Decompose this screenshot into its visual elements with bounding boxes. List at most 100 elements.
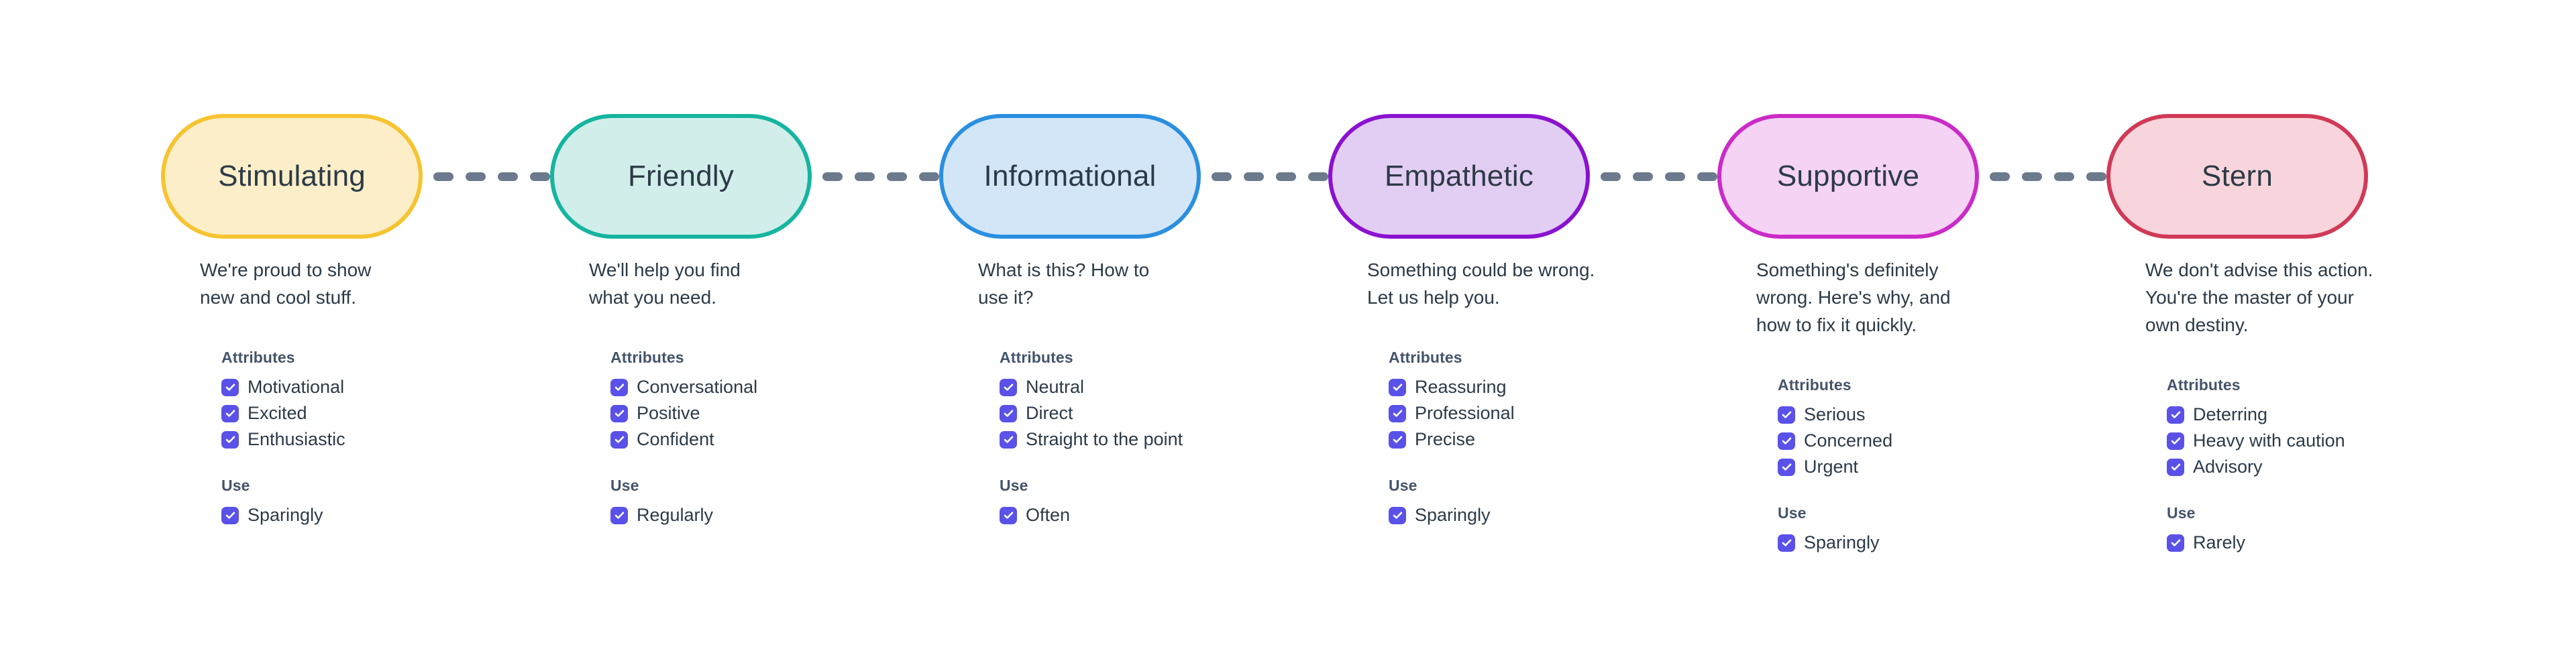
check-icon [1393,410,1402,418]
checklist-item[interactable]: Advisory [2167,454,2475,480]
checklist-item[interactable]: Enthusiastic [221,426,530,453]
checklist-item-label: Regularly [637,505,714,526]
checkbox-checked[interactable] [2167,458,2184,476]
pill-row: Supportive [1717,114,2106,241]
checklist-item[interactable]: Reassuring [1389,374,1697,400]
checklist-item-label: Advisory [2193,457,2263,477]
check-icon [225,384,235,392]
checklist-item-label: Positive [637,403,700,424]
connector-dash [1990,172,2010,181]
checklist-item[interactable]: Sparingly [1778,530,2086,556]
checklist-item-label: Neutral [1026,377,1085,398]
checklist-item-label: Heavy with caution [2193,430,2345,451]
check-icon [1004,384,1013,392]
tone-pill-label: Supportive [1776,160,1920,192]
connector-dash [1633,172,1653,181]
checklist-item[interactable]: Urgent [1778,454,2086,480]
tone-pill[interactable]: Stern [2106,114,2368,239]
checkbox-checked[interactable] [610,378,628,396]
tone-pill[interactable]: Stimulating [161,114,423,239]
checkbox-checked[interactable] [1000,430,1017,449]
checkbox-checked[interactable] [2167,432,2184,450]
checklist-item[interactable]: Deterring [2167,402,2475,428]
dashed-connector [1601,171,1717,182]
connector-dash [2054,172,2074,181]
checklist-item-label: Sparingly [1415,505,1491,526]
connector-dash [2086,172,2106,181]
checkbox-checked[interactable] [1000,404,1017,422]
checkbox-checked[interactable] [1389,378,1406,396]
checkbox-checked[interactable] [1778,432,1795,450]
checkbox-checked[interactable] [221,378,239,396]
checklist-item[interactable]: Professional [1389,400,1697,426]
tone-pill-label: Informational [983,160,1157,192]
checklist-item[interactable]: Motivational [221,374,530,400]
checkbox-checked[interactable] [1000,378,1017,396]
checklist-item[interactable]: Excited [221,400,530,426]
checklist-item[interactable]: Concerned [1778,428,2086,454]
checkbox-checked[interactable] [1389,404,1406,422]
connector-dash [855,172,875,181]
checkbox-checked[interactable] [2167,534,2184,552]
checklist-item[interactable]: Sparingly [1389,502,1697,528]
check-icon [1393,436,1402,444]
checkbox-checked[interactable] [610,506,628,524]
connector-dash [1212,172,1232,181]
tone-description: Something could be wrong. Let us help yo… [1367,259,1595,308]
checklist-item[interactable]: Precise [1389,426,1697,453]
checkbox-checked[interactable] [1778,534,1795,552]
checkbox-checked[interactable] [1389,430,1406,449]
tone-pill[interactable]: Supportive [1717,114,1979,239]
check-icon [2171,411,2180,419]
checkbox-checked[interactable] [221,430,239,449]
checklist-item-label: Sparingly [248,505,323,526]
checkbox-checked[interactable] [221,404,239,422]
checkbox-checked[interactable] [610,404,628,422]
checklist-item[interactable]: Conversational [610,374,919,400]
use-heading: Use [1389,477,1417,495]
checkbox-checked[interactable] [1389,506,1406,524]
checklist-item[interactable]: Rarely [2167,530,2475,556]
checklist-item[interactable]: Confident [610,426,919,453]
checkbox-checked[interactable] [1000,506,1017,524]
checkbox-checked[interactable] [2167,406,2184,424]
checklist-item[interactable]: Sparingly [221,502,530,528]
checklist-item[interactable]: Serious [1778,402,2086,428]
checkbox-checked[interactable] [1778,458,1795,476]
tone-pill[interactable]: Friendly [550,114,812,239]
tone-pill-label: Empathetic [1384,160,1534,192]
pill-row: Stern [2106,114,2442,241]
checkbox-checked[interactable] [1778,406,1795,424]
connector-dash [822,172,843,181]
connector-dash [887,172,907,181]
check-icon [2171,437,2180,445]
checklist-item[interactable]: Regularly [610,502,919,528]
connector-dash [530,172,550,181]
checklist-item[interactable]: Heavy with caution [2167,428,2475,454]
tone-description: We're proud to show new and cool stuff. [200,259,372,308]
checklist-item-label: Professional [1415,403,1515,424]
checklist-item[interactable]: Often [1000,502,1308,528]
connector-dash [466,172,486,181]
check-icon [1782,539,1791,547]
checkbox-checked[interactable] [610,430,628,449]
checklist-item[interactable]: Positive [610,400,919,426]
check-icon [614,436,624,444]
checklist-item-label: Motivational [248,377,345,398]
checklist-item-label: Reassuring [1415,377,1507,398]
checklist-item[interactable]: Direct [1000,400,1308,426]
checklist-item[interactable]: Neutral [1000,374,1308,400]
tone-pill[interactable]: Empathetic [1328,114,1590,239]
use-heading: Use [1778,504,1807,522]
checkbox-checked[interactable] [221,506,239,524]
tone-pill[interactable]: Informational [939,114,1201,239]
checklist-item[interactable]: Straight to the point [1000,426,1308,453]
